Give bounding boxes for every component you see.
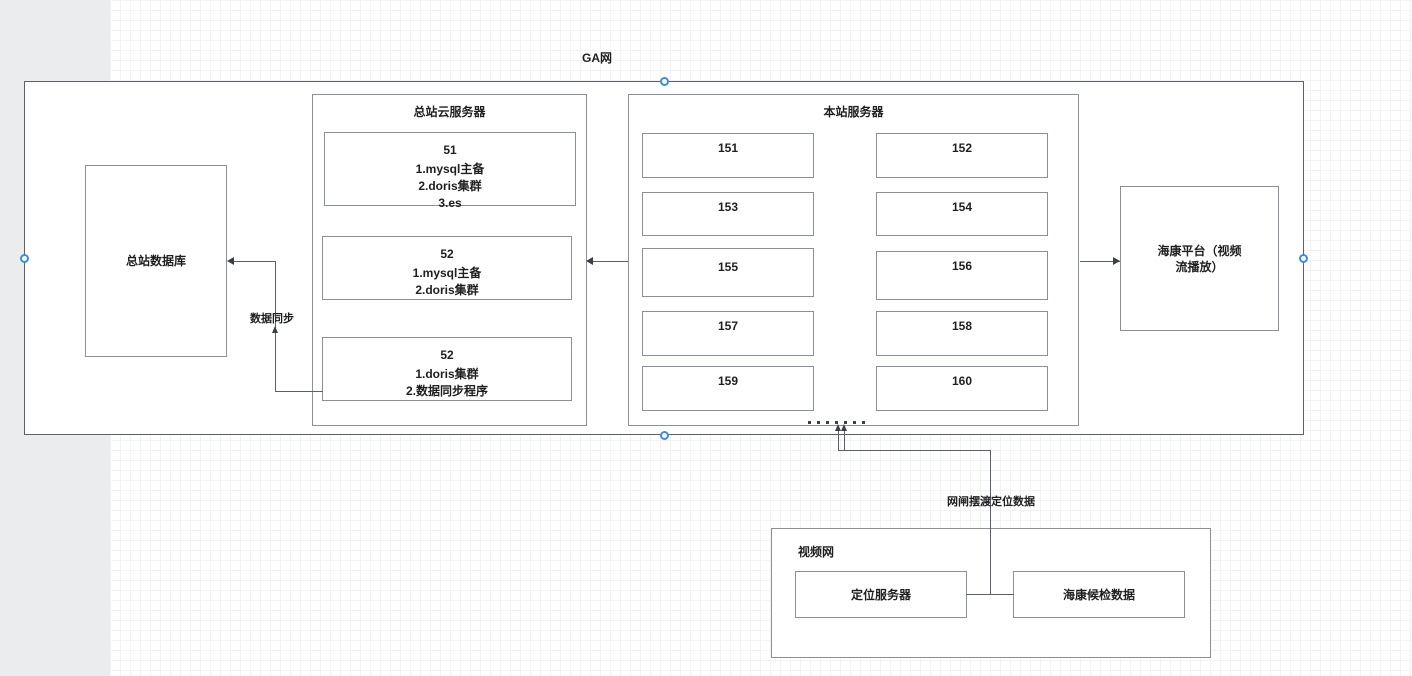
cloud-node-52-a-details: 1.mysql主备 2.doris集群 <box>412 266 482 297</box>
arrowhead-local-to-hikvision <box>1113 257 1120 265</box>
cloud-node-51-number: 51 <box>443 143 457 157</box>
local-node-155-label: 155 <box>717 260 739 274</box>
connector-ferry-to-nodes <box>967 594 1014 595</box>
connector-ferry-riser-b <box>844 428 845 450</box>
hikvision-inspection-data-label: 海康候检数据 <box>1062 587 1135 602</box>
local-node-158[interactable]: 158 <box>876 311 1048 356</box>
cloud-node-52-a[interactable]: 52 1.mysql主备 2.doris集群 <box>322 236 572 300</box>
cloud-node-51[interactable]: 51 1.mysql主备 2.doris集群 3.es <box>324 132 576 210</box>
cloud-node-52-b-details: 1.doris集群 2.数据同步程序 <box>405 367 488 398</box>
positioning-server-label: 定位服务器 <box>850 587 911 602</box>
cloud-node-51-details: 1.mysql主备 2.doris集群 3.es <box>415 162 485 210</box>
local-node-158-label: 158 <box>951 319 973 333</box>
local-node-159-label: 159 <box>717 374 739 388</box>
local-node-156-label: 156 <box>951 259 973 273</box>
connector-ferry-horizontal <box>838 450 991 451</box>
local-node-155[interactable]: 155 <box>642 248 814 297</box>
local-servers-title: 本站服务器 <box>823 105 884 119</box>
local-node-153-label: 153 <box>717 200 739 214</box>
connector-ferry-riser-a <box>838 428 839 450</box>
local-node-152-label: 152 <box>951 141 973 155</box>
positioning-server-box[interactable]: 定位服务器 <box>795 571 967 618</box>
cloud-servers-title: 总站云服务器 <box>413 105 486 119</box>
local-node-157[interactable]: 157 <box>642 311 814 356</box>
arrowhead-ferry-up-b <box>841 424 847 431</box>
local-node-151-label: 151 <box>717 141 739 155</box>
cloud-node-52-a-number: 52 <box>440 247 454 261</box>
local-node-160[interactable]: 160 <box>876 366 1048 411</box>
arrowhead-local-to-cloud <box>586 257 593 265</box>
selection-anchor-top[interactable] <box>660 77 669 86</box>
main-station-database-label: 总站数据库 <box>125 254 186 268</box>
hikvision-platform-box[interactable]: 海康平台（视频 流播放） <box>1120 186 1279 331</box>
video-network-title: 视频网 <box>798 545 835 559</box>
local-node-154-label: 154 <box>951 200 973 214</box>
connector-label-data-sync: 数据同步 <box>250 313 294 325</box>
connector-local-to-cloud <box>588 261 628 262</box>
local-node-151[interactable]: 151 <box>642 133 814 178</box>
local-node-157-label: 157 <box>717 319 739 333</box>
arrowhead-datasync-upward <box>272 326 278 333</box>
arrowhead-datasync-to-database <box>227 257 234 265</box>
arrowhead-ferry-up-a <box>835 424 841 431</box>
main-station-database-box[interactable]: 总站数据库 <box>85 165 227 357</box>
local-node-160-label: 160 <box>951 374 973 388</box>
local-node-152[interactable]: 152 <box>876 133 1048 178</box>
connector-datasync-corner <box>275 261 276 272</box>
connector-datasync-seg-bottom <box>275 391 323 392</box>
diagram-title-ga-network: GA网 <box>582 51 613 65</box>
local-node-154[interactable]: 154 <box>876 192 1048 236</box>
connector-datasync-seg-top <box>229 261 276 262</box>
local-node-156[interactable]: 156 <box>876 251 1048 300</box>
selection-anchor-bottom[interactable] <box>660 431 669 440</box>
connector-local-to-hikvision <box>1080 261 1120 262</box>
connector-ferry-vertical <box>990 450 991 595</box>
local-node-153[interactable]: 153 <box>642 192 814 236</box>
selection-anchor-right[interactable] <box>1299 254 1308 263</box>
hikvision-platform-label: 海康平台（视频 流播放） <box>1157 243 1242 274</box>
connector-label-gateway-ferry: 网闸摆渡定位数据 <box>947 496 1035 508</box>
hikvision-inspection-data-box[interactable]: 海康候检数据 <box>1013 571 1185 618</box>
local-node-159[interactable]: 159 <box>642 366 814 411</box>
cloud-node-52-b[interactable]: 52 1.doris集群 2.数据同步程序 <box>322 337 572 401</box>
cloud-node-52-b-number: 52 <box>440 348 454 362</box>
selection-anchor-left[interactable] <box>20 254 29 263</box>
dotted-connector-indicator <box>808 421 866 424</box>
